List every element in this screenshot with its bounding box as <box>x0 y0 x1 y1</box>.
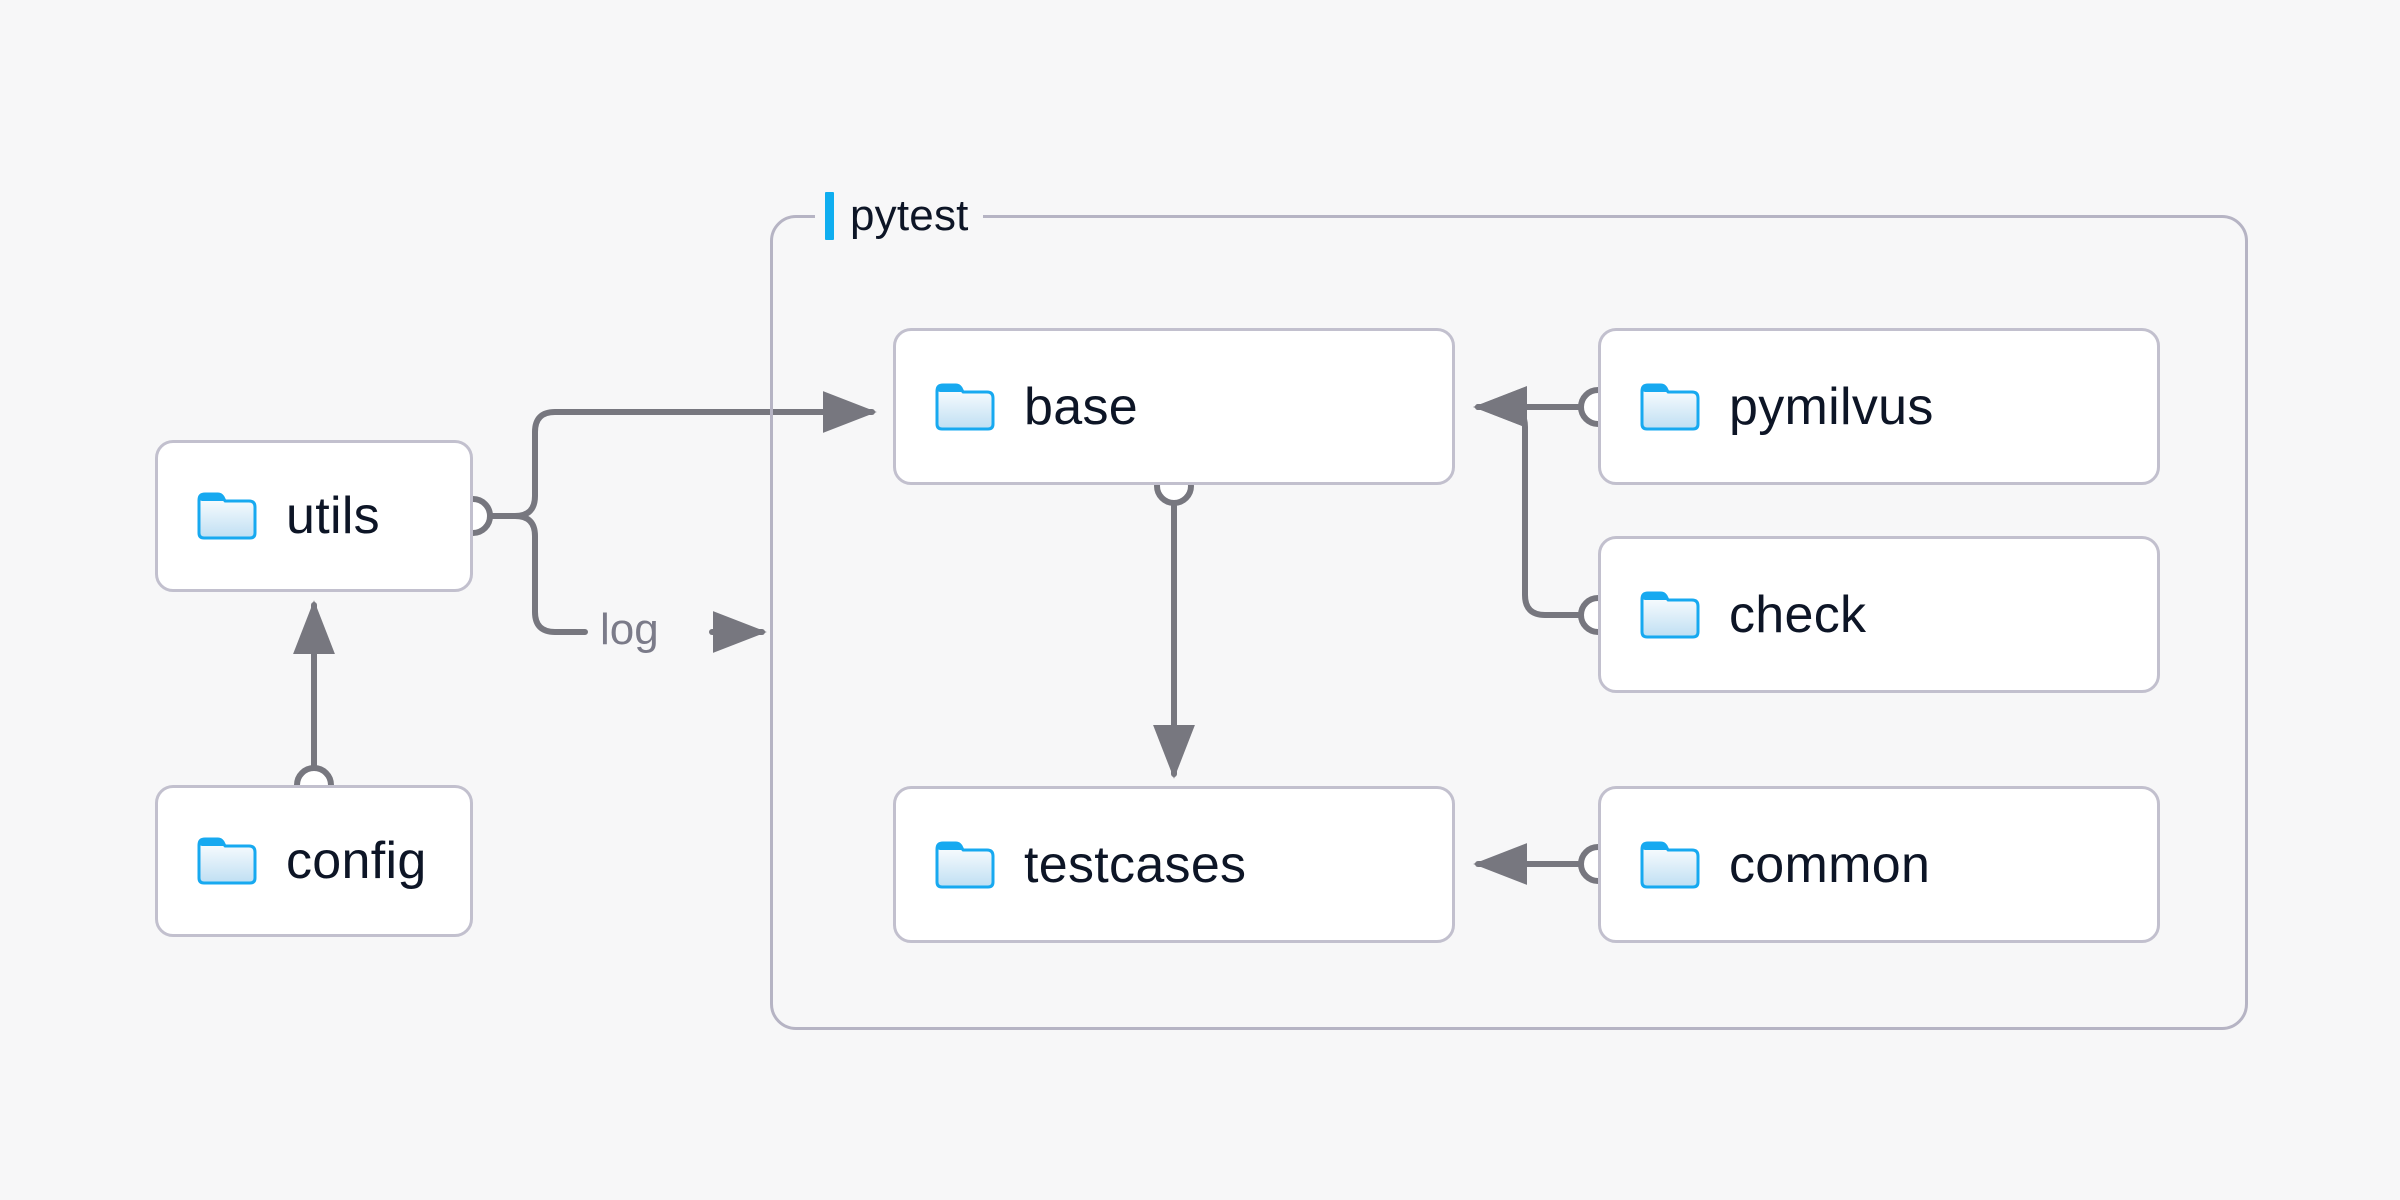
node-label: config <box>286 832 427 890</box>
node-pymilvus[interactable]: pymilvus <box>1598 328 2160 485</box>
group-pytest-label: pytest <box>815 186 983 246</box>
node-common[interactable]: common <box>1598 786 2160 943</box>
node-check[interactable]: check <box>1598 536 2160 693</box>
node-label: utils <box>286 487 380 545</box>
node-testcases[interactable]: testcases <box>893 786 1455 943</box>
node-label: base <box>1024 377 1138 436</box>
node-config[interactable]: config <box>155 785 473 937</box>
node-label: testcases <box>1024 835 1247 894</box>
group-title: pytest <box>850 191 969 240</box>
folder-icon <box>197 837 257 885</box>
folder-icon <box>197 492 257 540</box>
folder-icon <box>1640 841 1700 888</box>
node-base[interactable]: base <box>893 328 1455 485</box>
edge-label-log: log <box>600 605 659 654</box>
node-label: common <box>1729 835 1931 894</box>
node-label: pymilvus <box>1729 377 1934 436</box>
folder-icon <box>1640 383 1700 430</box>
folder-icon <box>1640 591 1700 638</box>
folder-icon <box>935 383 995 430</box>
node-utils[interactable]: utils <box>155 440 473 592</box>
folder-icon <box>935 841 995 888</box>
group-accent-bar <box>825 192 834 240</box>
group-pytest[interactable] <box>770 215 2248 1030</box>
node-label: check <box>1729 585 1867 644</box>
